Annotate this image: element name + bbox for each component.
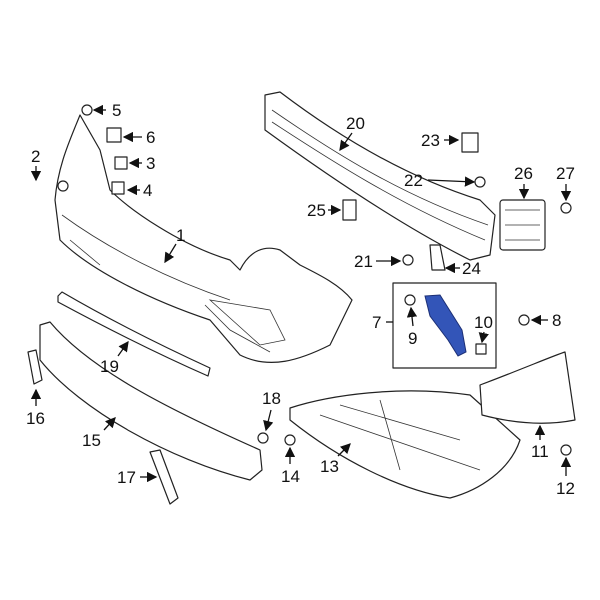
bumper-cover — [54, 114, 353, 363]
callout-1: 1 — [176, 226, 185, 245]
callout-26: 26 — [514, 164, 533, 183]
callout-13: 13 — [320, 457, 339, 476]
callout-14: 14 — [281, 467, 300, 486]
callout-18: 18 — [262, 389, 281, 408]
callout-8: 8 — [552, 311, 561, 330]
fasteners — [57, 104, 572, 456]
callout-11: 11 — [531, 442, 549, 461]
callout-20: 20 — [346, 114, 365, 133]
bumper-reinforcement — [264, 91, 496, 261]
callout-19: 19 — [100, 357, 119, 376]
callout-16: 16 — [26, 409, 45, 428]
callout-3: 3 — [146, 154, 155, 173]
callout-17: 17 — [117, 468, 136, 487]
callout-10: 10 — [474, 313, 493, 332]
callout-24: 24 — [462, 259, 481, 278]
callout-21: 21 — [354, 252, 373, 271]
part-11 — [479, 351, 576, 424]
reflector-17 — [149, 449, 179, 505]
part-7-box — [392, 282, 497, 369]
callout-7: 7 — [372, 313, 381, 332]
callout-25: 25 — [307, 201, 326, 220]
callout-9: 9 — [408, 329, 417, 348]
part-16 — [27, 349, 43, 385]
callout-2: 2 — [31, 147, 40, 166]
leader-lines — [30, 104, 572, 483]
callout-23: 23 — [421, 131, 440, 150]
callout-27: 27 — [556, 164, 575, 183]
strip-19 — [57, 291, 211, 377]
callout-5: 5 — [112, 101, 121, 120]
callout-4: 4 — [143, 181, 152, 200]
callout-22: 22 — [404, 171, 423, 190]
callout-labels: 1 2 3 4 5 6 7 8 9 10 11 12 13 14 15 16 1… — [26, 101, 575, 498]
callout-15: 15 — [82, 431, 101, 450]
valance — [39, 321, 263, 481]
callout-6: 6 — [146, 128, 155, 147]
highlighted-bracket-part — [424, 294, 467, 357]
callout-12: 12 — [556, 479, 575, 498]
